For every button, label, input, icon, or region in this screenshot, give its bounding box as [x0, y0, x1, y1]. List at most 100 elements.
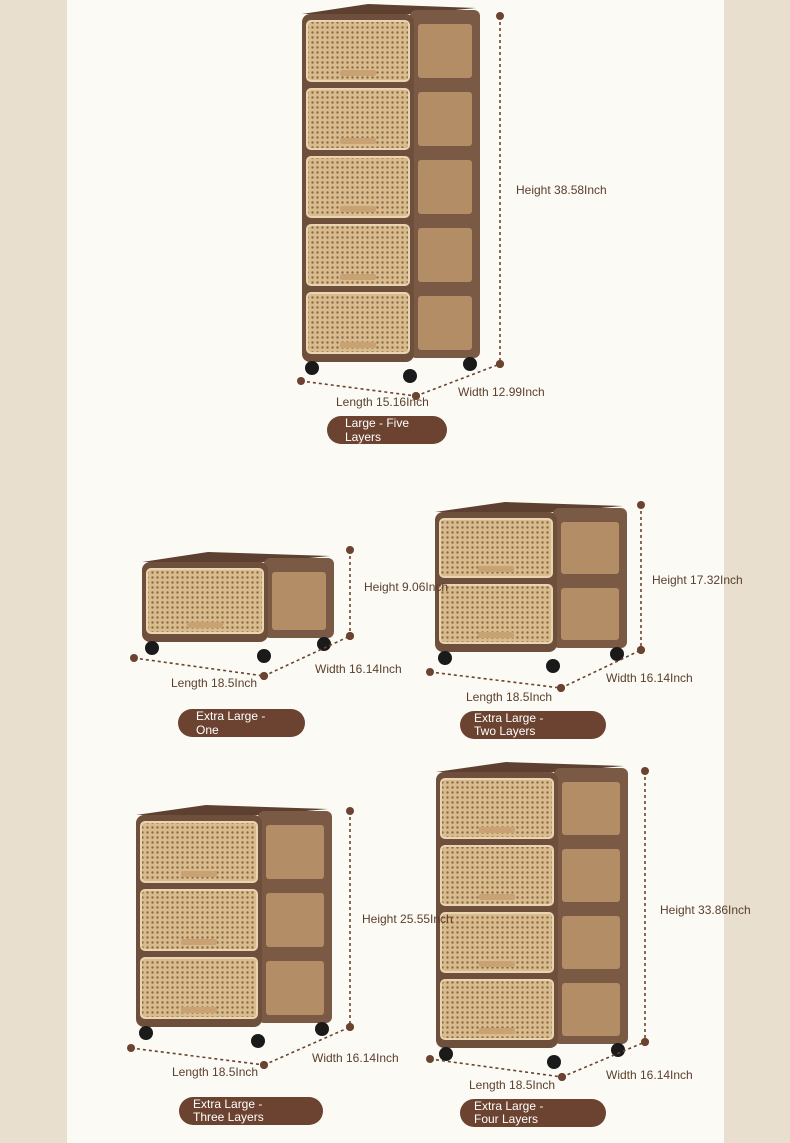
width-label-one: Width 16.14Inch [315, 662, 402, 676]
caster-wheel [610, 647, 624, 661]
dim-width-five-end [412, 392, 420, 400]
drawer-handle [181, 871, 217, 877]
dim-height-three-end [346, 807, 354, 815]
drawer-front [146, 568, 264, 634]
dim-length-five [300, 380, 417, 397]
width-label-five: Width 12.99Inch [458, 385, 545, 399]
drawer-handle [478, 566, 514, 572]
dim-width-one-end [346, 632, 354, 640]
dim-width-one [263, 635, 351, 677]
dim-width-five [415, 363, 501, 397]
height-label-two: Height 17.32Inch [652, 573, 743, 587]
drawer-front [140, 889, 258, 951]
drawer-side-window [562, 983, 620, 1036]
drawer-front [440, 778, 554, 839]
caster-wheel [547, 1055, 561, 1069]
dim-width-one-end [260, 672, 268, 680]
dim-height-one-end [346, 546, 354, 554]
height-label-five: Height 38.58Inch [516, 183, 607, 197]
tag-line-2: Four Layers [474, 1112, 539, 1126]
cabinet-four [436, 762, 628, 1069]
drawer-side-window [418, 296, 472, 350]
drawer-side-window [418, 228, 472, 282]
dim-length-three-end [127, 1044, 135, 1052]
caster-wheel [546, 659, 560, 673]
tag-line-1: Extra Large - [193, 1097, 263, 1111]
drawer-side-window [562, 849, 620, 902]
tag-extra-large-two-layers: Extra Large - Two Layers [460, 711, 606, 739]
drawer-side-window [266, 825, 324, 879]
drawer-front [439, 518, 553, 578]
tag-line-2: Two Layers [474, 724, 536, 738]
dim-width-five-end [496, 360, 504, 368]
dim-width-two [560, 649, 642, 689]
caster-wheel [305, 361, 319, 375]
tag-extra-large-four-layers: Extra Large - Four Layers [460, 1099, 606, 1127]
drawer-side-window [418, 92, 472, 146]
dim-height-two-end [637, 501, 645, 509]
height-label-one: Height 9.06Inch [364, 580, 449, 594]
dim-height-five-end [496, 12, 504, 20]
drawer-front [140, 957, 258, 1019]
drawer-handle [187, 622, 223, 628]
length-label-three: Length 18.5Inch [172, 1065, 259, 1079]
cabinet-two [435, 502, 627, 673]
width-label-three: Width 16.14Inch [312, 1051, 399, 1065]
drawer-front [439, 584, 553, 644]
drawer-front [440, 845, 554, 906]
drawer-handle [479, 961, 515, 967]
length-label-four: Length 18.5Inch [469, 1078, 556, 1092]
drawer-handle [340, 70, 376, 76]
drawer-side-window [266, 961, 324, 1015]
caster-wheel [463, 357, 477, 371]
height-label-four: Height 33.86Inch [660, 903, 751, 917]
drawer-handle [181, 1007, 217, 1013]
drawer-side-window [418, 24, 472, 78]
tag-line-1: Extra Large - [474, 1099, 544, 1113]
dim-length-one [133, 657, 265, 677]
dim-width-three-end [346, 1023, 354, 1031]
dim-length-three [130, 1047, 265, 1066]
dim-height-four-end [641, 767, 649, 775]
length-label-five: Length 15.16Inch [336, 395, 429, 409]
dim-length-two [429, 671, 562, 689]
caster-wheel [317, 637, 331, 651]
drawer-handle [340, 138, 376, 144]
caster-wheel [139, 1026, 153, 1040]
drawer-handle [340, 206, 376, 212]
drawer-front [306, 88, 410, 150]
tag-line-1: Extra Large - [474, 711, 544, 725]
tag-large-five-layers: Large - Five Layers [327, 416, 447, 444]
caster-wheel [251, 1034, 265, 1048]
drawer-side-window [266, 893, 324, 947]
drawer-front [306, 156, 410, 218]
cabinet-one [142, 552, 334, 663]
drawer-handle [478, 632, 514, 638]
dim-width-four-end [558, 1073, 566, 1081]
caster-wheel [439, 1047, 453, 1061]
drawer-handle [479, 894, 515, 900]
drawer-front [140, 821, 258, 883]
dim-width-four-end [641, 1038, 649, 1046]
drawer-side-window [418, 160, 472, 214]
tag-extra-large-three-layers: Extra Large - Three Layers [179, 1097, 323, 1125]
drawer-handle [479, 827, 515, 833]
caster-wheel [145, 641, 159, 655]
height-label-three: Height 25.55Inch [362, 912, 453, 926]
caster-wheel [315, 1022, 329, 1036]
width-label-two: Width 16.14Inch [606, 671, 693, 685]
drawer-side-window [562, 782, 620, 835]
dim-width-three [263, 1026, 351, 1066]
left-margin [0, 0, 67, 1143]
drawer-front [440, 912, 554, 973]
dim-width-two-end [557, 684, 565, 692]
cabinet-five [302, 4, 480, 383]
drawer-side-window [561, 588, 619, 640]
caster-wheel [257, 649, 271, 663]
width-label-four: Width 16.14Inch [606, 1068, 693, 1082]
drawer-side-window [562, 916, 620, 969]
drawer-front [306, 224, 410, 286]
length-label-one: Length 18.5Inch [171, 676, 258, 690]
